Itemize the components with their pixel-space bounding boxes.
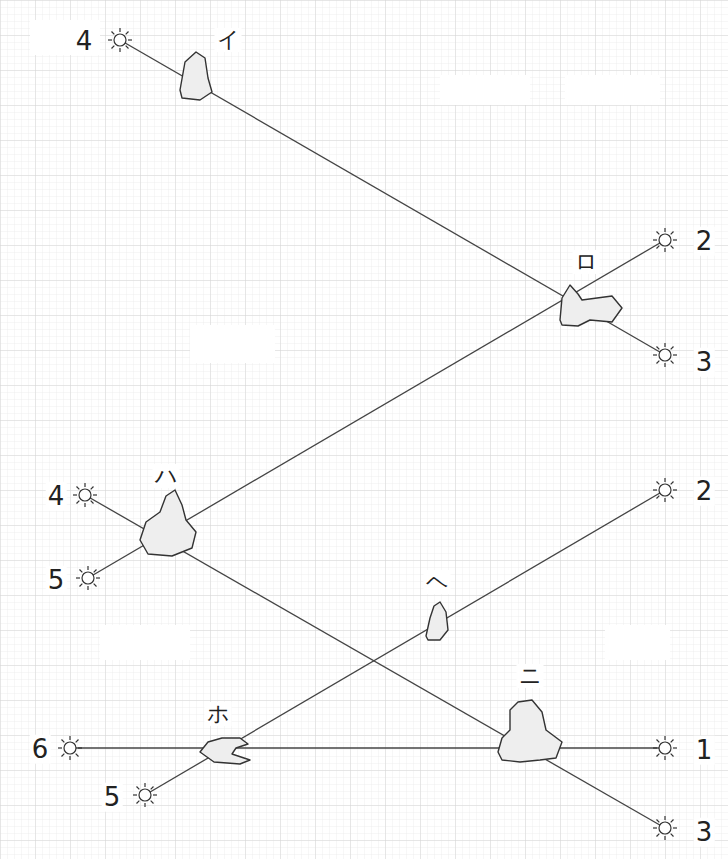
sun-symbol xyxy=(653,736,677,760)
sun-symbol xyxy=(653,343,677,367)
rock-label: イ xyxy=(215,28,242,52)
sun-symbol xyxy=(653,478,677,502)
sun-number: 1 xyxy=(694,736,715,765)
rock-label: ニ xyxy=(517,664,544,688)
sun-symbol xyxy=(653,228,677,252)
sun-symbol xyxy=(58,736,82,760)
rock-label: ハ xyxy=(153,464,180,488)
sun-symbol xyxy=(108,28,132,52)
erased-patches xyxy=(30,20,670,660)
rocks xyxy=(140,52,622,764)
sun-number: 5 xyxy=(102,783,123,812)
sun-symbols xyxy=(58,28,677,840)
rock-label: ヘ xyxy=(424,570,451,594)
rock-label: ホ xyxy=(205,702,232,726)
sun-number: 4 xyxy=(46,482,67,511)
sun-number: 2 xyxy=(694,477,715,506)
sight-lines xyxy=(70,40,665,828)
sun-symbol xyxy=(73,483,97,507)
sun-number: 2 xyxy=(694,227,715,256)
sun-symbol xyxy=(653,816,677,840)
sun-number: 5 xyxy=(46,566,67,595)
sun-number: 3 xyxy=(694,818,715,847)
sun-symbol xyxy=(76,566,100,590)
sun-symbol xyxy=(133,783,157,807)
sun-number: 4 xyxy=(74,27,95,56)
sun-number: 6 xyxy=(30,735,51,764)
sun-number: 3 xyxy=(694,348,715,377)
rock-label: ロ xyxy=(573,250,600,274)
